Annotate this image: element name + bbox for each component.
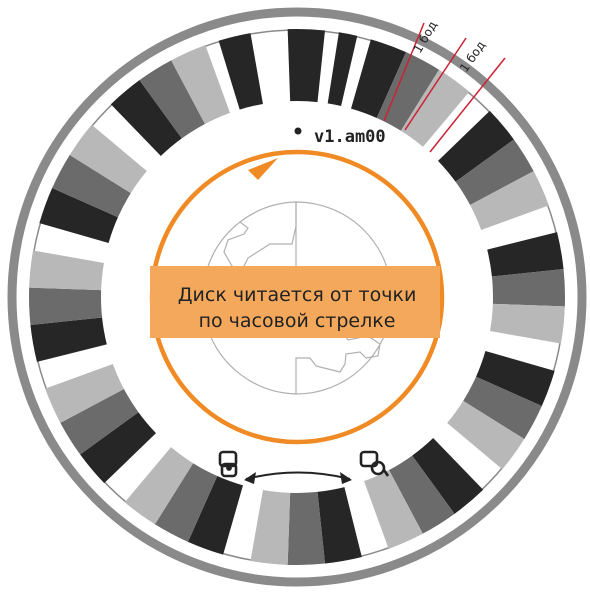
disk-band-segment: [29, 287, 103, 326]
disk-band-segment: [470, 171, 549, 230]
disk-band-segment: [389, 455, 455, 534]
banner-line-1: Диск читается от точки: [178, 284, 417, 306]
disk-band-segment: [490, 303, 565, 344]
disk-band-segment: [187, 476, 243, 555]
disk-band-segment: [400, 69, 470, 147]
disk-band-segment: [287, 491, 326, 565]
disk-band-segment: [80, 412, 157, 484]
disk-band-segment: [487, 232, 564, 277]
disk-band-segment: [455, 139, 534, 205]
disk-band-segment: [52, 154, 131, 218]
baud-marker-line: [429, 57, 506, 153]
banner-line-2: по часовой стрелке: [199, 310, 396, 332]
disk-band-segment: [39, 187, 118, 243]
disk-band-segment: [351, 39, 407, 118]
disk-band-segment: [364, 470, 423, 549]
disk-band-segment: [287, 29, 326, 103]
disk-band-segment: [154, 463, 218, 542]
disk-band-segment: [376, 52, 440, 131]
disk-band-segment: [250, 490, 291, 565]
clockwise-arrow-icon: [248, 158, 278, 180]
disk-band-segment: [476, 351, 555, 407]
disk-band-segment: [29, 250, 104, 291]
disk-band-segment: [171, 45, 230, 124]
disk-band-segment: [491, 268, 565, 307]
disk-band-segment: [218, 33, 263, 110]
baud-marker-line: [404, 37, 467, 131]
double-arrow-icon: [244, 471, 352, 484]
disk-band-segment: [463, 376, 542, 440]
disk-band-segment: [139, 60, 205, 139]
disk-band-segment: [412, 437, 484, 514]
disk-band-segment: [124, 447, 194, 525]
disk-band-segment: [447, 400, 525, 470]
disk-band-segment: [45, 364, 124, 423]
disk-band-segment: [69, 124, 147, 194]
disk-band-segment: [30, 317, 107, 362]
lock-key-icon: [359, 450, 390, 477]
disk-band-segment: [327, 32, 358, 107]
color-bands: [29, 29, 565, 565]
disk-band-segment: [60, 389, 139, 455]
lock-open-icon: [218, 450, 238, 478]
start-dot-icon: [294, 127, 302, 135]
banner-background: [150, 266, 440, 338]
disk-band-segment: [317, 487, 362, 564]
baud-marker-line: [383, 22, 425, 122]
disk-id-label: v1.am00: [314, 127, 386, 147]
disk-band-segment: [110, 80, 182, 157]
disk-band-segment: [437, 110, 514, 182]
